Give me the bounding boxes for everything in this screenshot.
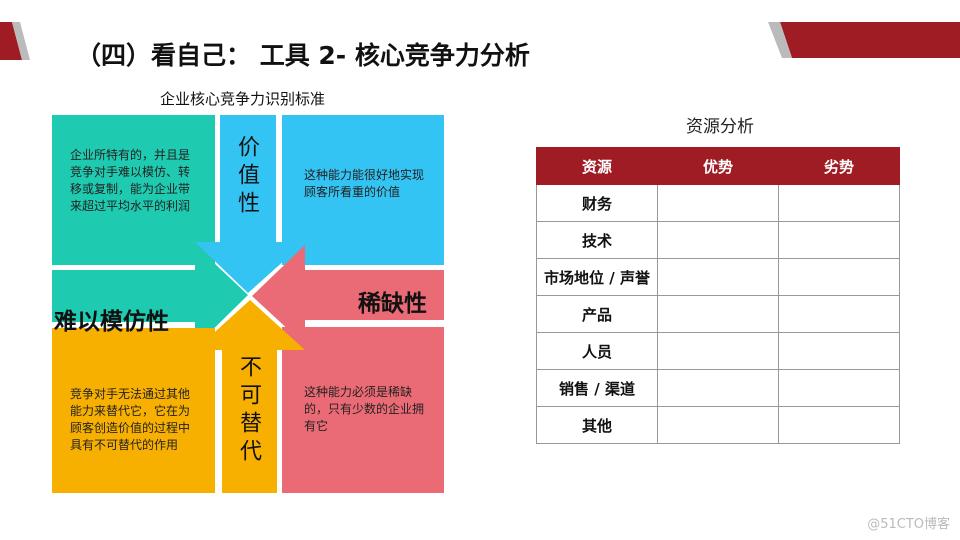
nonsub-desc: 竞争对手无法通过其他能力来替代它，它在为顾客创造价值的过程中具有不可替代的作用 <box>70 387 191 452</box>
table-row: 市场地位 / 声誉 <box>536 258 900 296</box>
cell <box>778 332 900 370</box>
page-title: （四）看自己： 工具 2- 核心竞争力分析 <box>76 41 530 70</box>
row-label: 人员 <box>536 332 658 370</box>
cell <box>778 184 900 222</box>
row-label: 技术 <box>536 221 658 259</box>
cell <box>657 406 779 444</box>
value-desc: 这种能力能很好地实现顾客所看重的价值 <box>304 168 425 199</box>
cell <box>778 406 900 444</box>
row-label: 销售 / 渠道 <box>536 369 658 407</box>
watermark: @51CTO博客 <box>867 517 950 532</box>
orange-block <box>52 328 215 493</box>
cell <box>778 258 900 296</box>
row-label: 财务 <box>536 184 658 222</box>
nonsub-label: 不可替代 <box>236 355 261 467</box>
row-label: 市场地位 / 声誉 <box>536 258 658 296</box>
right-grey-band <box>768 22 792 58</box>
resource-table: 资源 优势 劣势 财务 技术 市场地位 / 声誉 产品 人员 销售 / 渠道 其… <box>536 147 900 444</box>
table-row: 人员 <box>536 332 900 370</box>
right-red-band <box>780 22 960 58</box>
table-row: 销售 / 渠道 <box>536 369 900 407</box>
cell <box>657 295 779 333</box>
inimitable-label: 难以模仿性 <box>54 309 169 335</box>
cell <box>657 258 779 296</box>
competency-diagram <box>52 115 444 493</box>
cell <box>778 221 900 259</box>
table-row: 其他 <box>536 406 900 444</box>
cell <box>778 369 900 407</box>
header-weakness: 劣势 <box>778 147 900 185</box>
table-row: 产品 <box>536 295 900 333</box>
table-row: 财务 <box>536 184 900 222</box>
teal-arrow <box>52 245 248 347</box>
row-label: 其他 <box>536 406 658 444</box>
rarity-desc: 这种能力必须是稀缺的，只有少数的企业拥有它 <box>304 385 425 433</box>
value-label: 价值性 <box>234 135 259 219</box>
rarity-label: 稀缺性 <box>358 291 427 317</box>
blue-block <box>282 115 444 265</box>
inimitable-desc: 企业所特有的，并且是竞争对手难以模仿、转移或复制，能为企业带来超过平均水平的利润 <box>70 148 191 213</box>
table-caption: 资源分析 <box>686 117 754 137</box>
cell <box>657 184 779 222</box>
cell <box>778 295 900 333</box>
cell <box>657 369 779 407</box>
cell <box>657 332 779 370</box>
cell <box>657 221 779 259</box>
left-red-band <box>0 22 22 60</box>
pink-arrow <box>252 245 444 345</box>
header-strength: 优势 <box>657 147 779 185</box>
table-header: 资源 优势 劣势 <box>536 147 900 185</box>
table-row: 技术 <box>536 221 900 259</box>
diagram-caption: 企业核心竞争力识别标准 <box>160 90 326 108</box>
blue-arrow <box>195 115 305 293</box>
left-grey-band <box>12 22 30 60</box>
teal-block <box>52 115 215 265</box>
row-label: 产品 <box>536 295 658 333</box>
header-resource: 资源 <box>536 147 658 185</box>
orange-arrow <box>195 300 305 493</box>
pink-block <box>282 327 444 493</box>
